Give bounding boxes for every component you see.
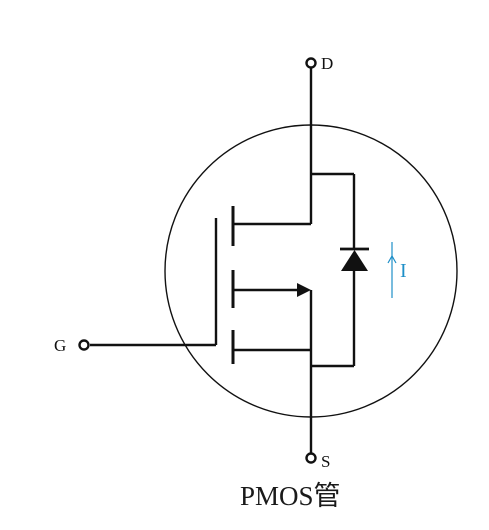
diagram-caption: PMOS管 (240, 481, 341, 511)
current-arrow-head (387, 254, 397, 264)
drain-terminal (305, 57, 317, 69)
drain-label: D (321, 54, 333, 73)
body-arrow-head (297, 283, 311, 297)
diode-triangle (341, 250, 368, 271)
source-label: S (321, 452, 330, 471)
gate-label: G (54, 336, 66, 355)
gate-terminal (78, 339, 90, 351)
current-label: I (400, 260, 407, 282)
source-terminal (305, 452, 317, 464)
